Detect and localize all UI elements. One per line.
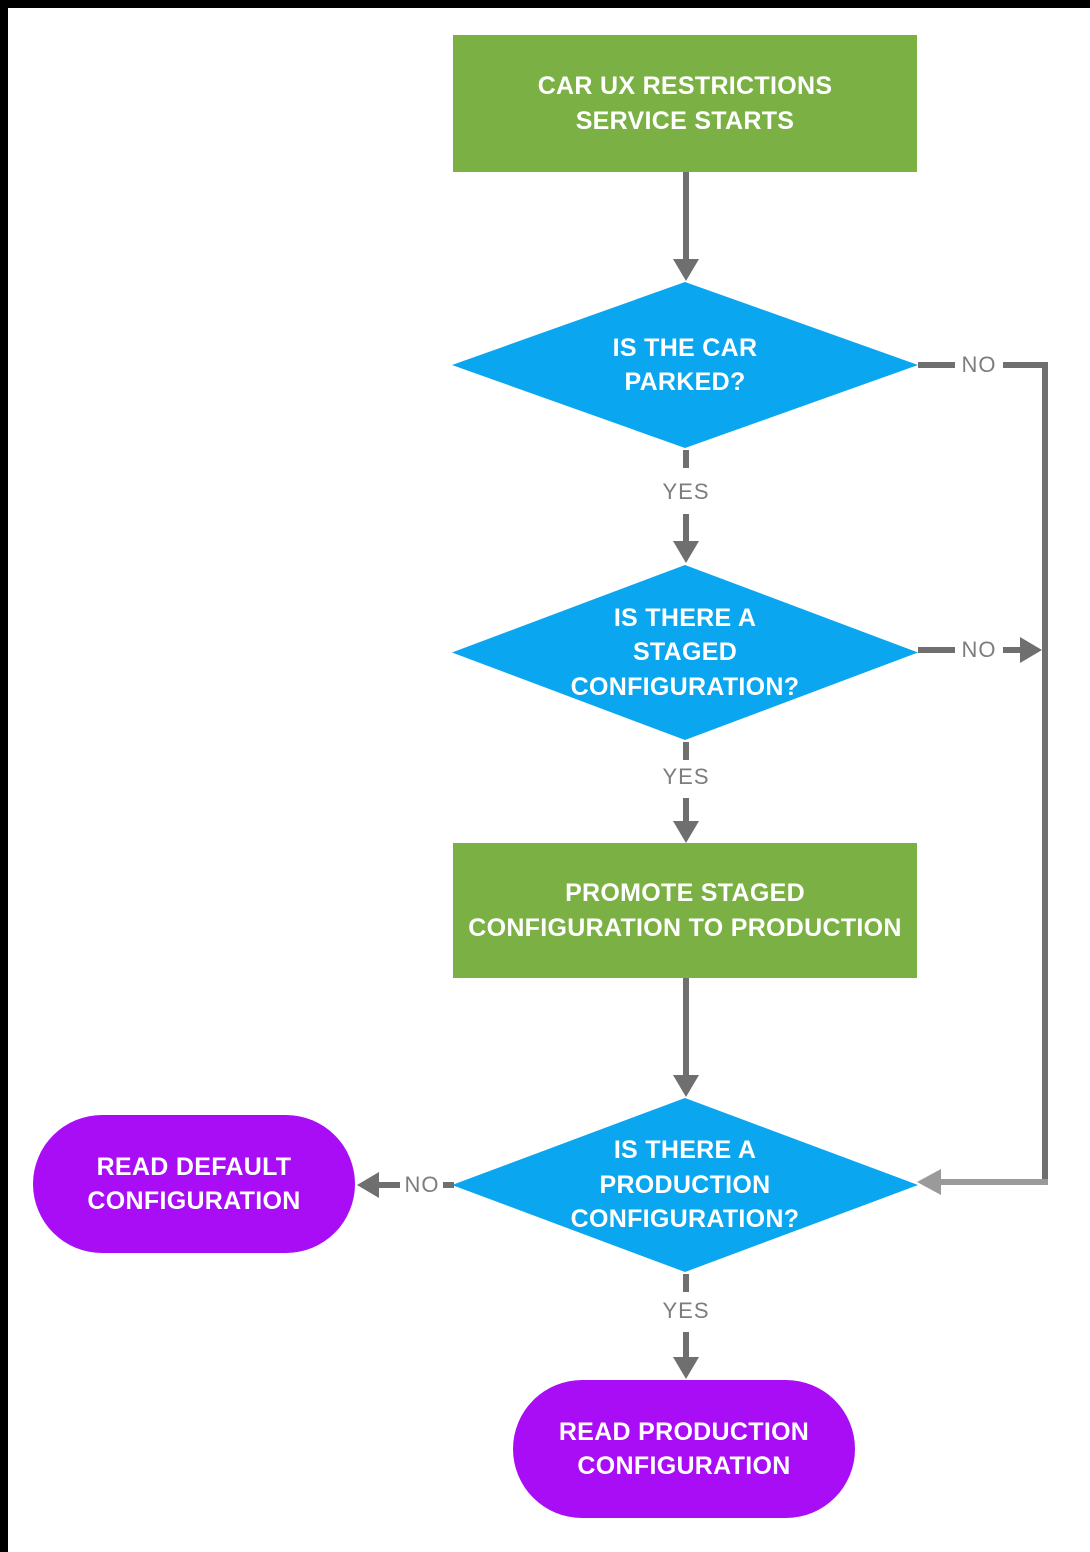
node-read-production-configuration: READ PRODUCTION CONFIGURATION	[513, 1380, 855, 1518]
connector-production-yes-stub	[683, 1274, 689, 1292]
decision-is-car-parked: IS THE CAR PARKED?	[452, 282, 918, 448]
arrowhead-down-icon	[673, 259, 699, 281]
connector-parked-no-b	[1003, 362, 1048, 368]
connector-no-vertical	[1042, 362, 1048, 1184]
node-service-starts: CAR UX RESTRICTIONS SERVICE STARTS	[453, 35, 917, 172]
edge-label-staged-no: NO	[961, 637, 997, 662]
edge-label-staged-yes: YES	[662, 764, 710, 789]
node-read-production-configuration-label: READ PRODUCTION CONFIGURATION	[558, 1417, 810, 1481]
edge-label-production-no: NO	[404, 1172, 440, 1197]
node-read-default-configuration: READ DEFAULT CONFIGURATION	[33, 1115, 355, 1253]
page-frame-top	[0, 0, 1090, 8]
page-frame-left	[0, 0, 8, 1552]
connector-staged-no-b	[1003, 647, 1021, 653]
arrowhead-down-icon	[673, 821, 699, 843]
arrowhead-right-icon	[1020, 637, 1042, 663]
connector-start-to-parked	[683, 172, 689, 260]
connector-parked-yes-stub	[683, 450, 689, 468]
connector-staged-yes	[683, 798, 689, 822]
decision-is-staged-configuration: IS THERE A STAGED CONFIGURATION?	[452, 565, 918, 740]
connector-production-no-b	[443, 1182, 454, 1188]
decision-is-production-configuration-label: IS THERE A PRODUCTION CONFIGURATION?	[570, 1136, 800, 1234]
connector-staged-no-a	[918, 647, 955, 653]
connector-parked-no-a	[918, 362, 955, 368]
node-promote-staged: PROMOTE STAGED CONFIGURATION TO PRODUCTI…	[453, 843, 917, 978]
connector-parked-yes	[683, 514, 689, 542]
arrowhead-down-icon	[673, 1075, 699, 1097]
connector-promote-to-production	[683, 978, 689, 1076]
arrowhead-down-icon	[673, 1357, 699, 1379]
connector-production-yes	[683, 1332, 689, 1358]
node-read-default-configuration-label: READ DEFAULT CONFIGURATION	[87, 1152, 301, 1216]
decision-is-staged-configuration-label: IS THERE A STAGED CONFIGURATION?	[570, 603, 800, 701]
arrowhead-left-icon	[357, 1172, 379, 1198]
arrowhead-left-icon	[917, 1169, 941, 1195]
node-promote-staged-label: PROMOTE STAGED CONFIGURATION TO PRODUCTI…	[468, 879, 902, 942]
edge-label-parked-yes: YES	[662, 479, 710, 504]
edge-label-parked-no: NO	[961, 352, 997, 377]
arrowhead-down-icon	[673, 541, 699, 563]
connector-production-no-a	[379, 1182, 400, 1188]
connector-no-elbow	[940, 1179, 1048, 1185]
connector-staged-yes-stub	[683, 742, 689, 760]
decision-is-car-parked-label: IS THE CAR PARKED?	[612, 333, 758, 397]
node-service-starts-label: CAR UX RESTRICTIONS SERVICE STARTS	[537, 72, 833, 135]
decision-is-production-configuration: IS THERE A PRODUCTION CONFIGURATION?	[452, 1098, 918, 1272]
edge-label-production-yes: YES	[662, 1298, 710, 1323]
